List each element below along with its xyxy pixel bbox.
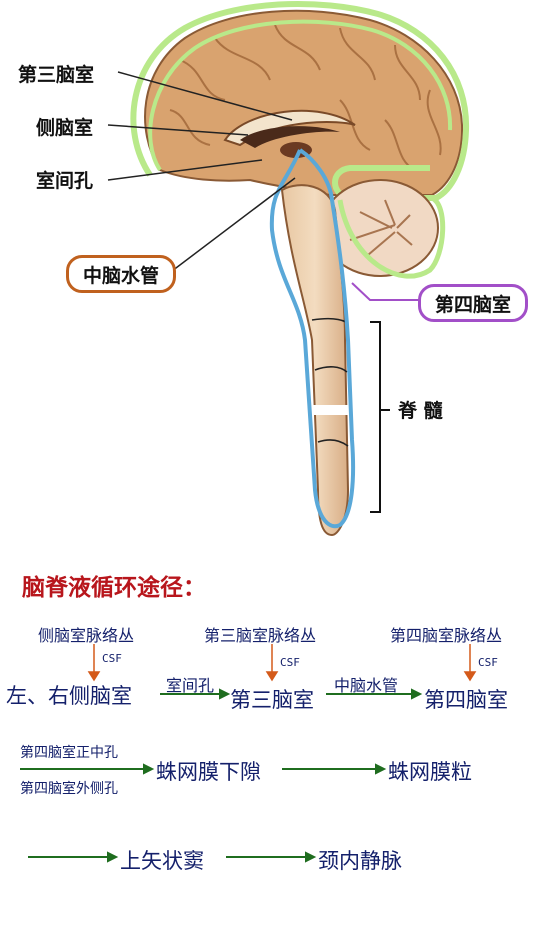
- csf-label-2: CSF: [280, 656, 300, 669]
- label-cerebral-aqueduct: 中脑水管: [66, 255, 176, 293]
- brain-sagittal-diagram: [107, 0, 470, 537]
- spinal-cord-bracket: [370, 321, 390, 513]
- node-internal-jugular-vein: 颈内静脉: [318, 849, 402, 873]
- node-third-ventricle: 第三脑室: [230, 688, 314, 712]
- median-aperture: 第四脑室正中孔: [20, 745, 118, 761]
- via-aqueduct: 中脑水管: [334, 676, 399, 695]
- green-arrows: [20, 688, 423, 863]
- cerebrum: [144, 9, 464, 196]
- node-fourth-ventricle: 第四脑室: [424, 688, 508, 712]
- csf-label-1: CSF: [102, 652, 122, 665]
- csf-path: [269, 148, 356, 529]
- node-arachnoid-granulations: 蛛网膜粒: [388, 760, 472, 784]
- lateral-aperture: 第四脑室外侧孔: [20, 781, 118, 797]
- label-spinal-cord: 脊 髓: [398, 400, 443, 422]
- label-third-ventricle: 第三脑室: [18, 64, 95, 86]
- node-lateral-ventricles: 左、右侧脑室: [6, 684, 132, 708]
- label-fourth-ventricle: 第四脑室: [418, 284, 528, 322]
- arbor-vitae: [349, 199, 413, 256]
- label-interventricular-foramen: 室间孔: [36, 170, 94, 192]
- via-foramen: 室间孔: [166, 676, 215, 695]
- plexus-fourth: 第四脑室脉络丛: [390, 626, 503, 645]
- gyri: [169, 24, 442, 171]
- csf-label-3: CSF: [478, 656, 498, 669]
- lateral-ventricle: [240, 126, 340, 148]
- csf-arrows: [87, 644, 477, 682]
- node-superior-sagittal-sinus: 上矢状窦: [120, 849, 204, 873]
- plexus-third: 第三脑室脉络丛: [204, 626, 317, 645]
- node-subarachnoid-space: 蛛网膜下隙: [156, 760, 261, 784]
- label-lateral-ventricle: 侧脑室: [36, 117, 94, 139]
- plexus-lateral: 侧脑室脉络丛: [38, 626, 135, 645]
- pathway-title: 脑脊液循环途径：: [22, 575, 206, 601]
